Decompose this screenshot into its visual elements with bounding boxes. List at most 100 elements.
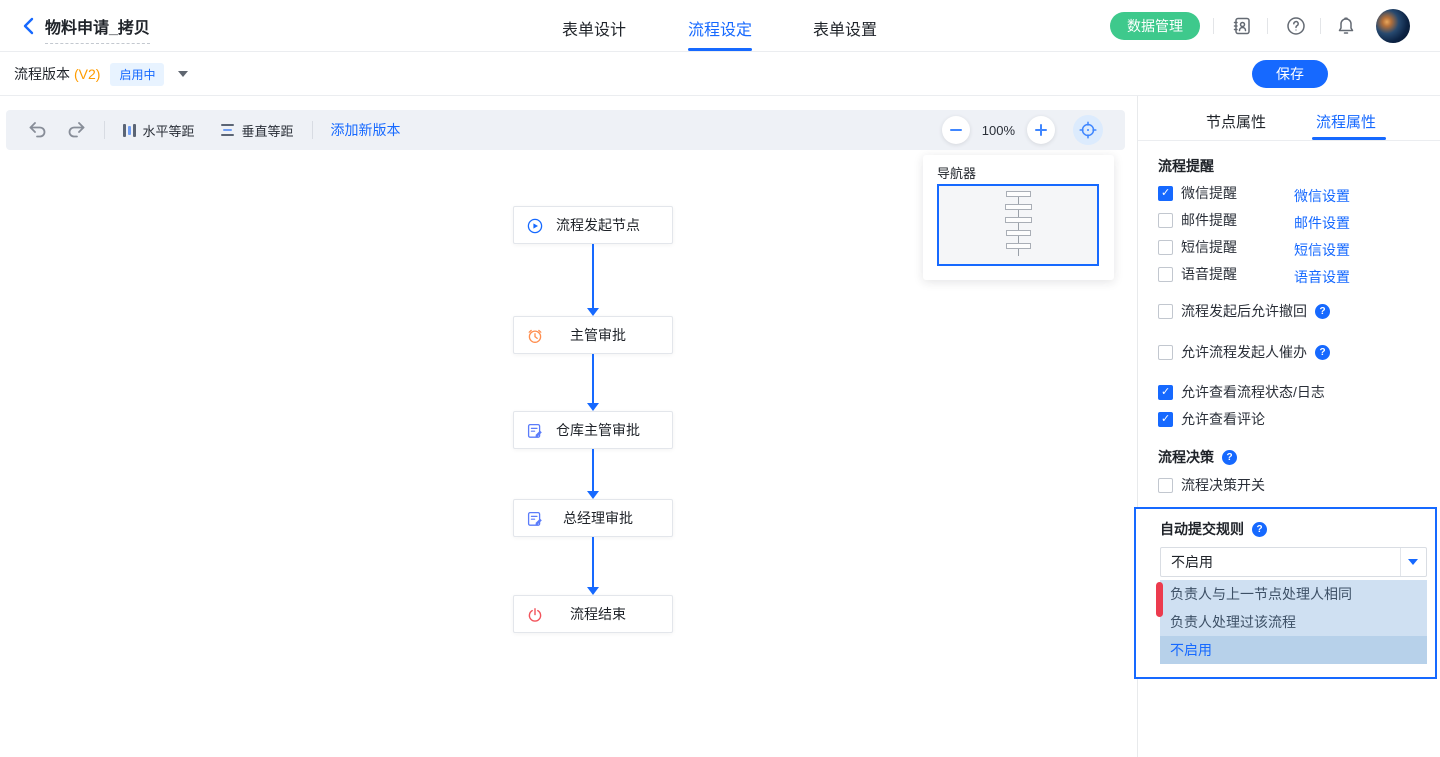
view-status-log-label: 允许查看流程状态/日志 [1181,384,1325,400]
decision-section-title: 流程决策 [1158,449,1214,465]
reminder-row-voice: 语音提醒 [1158,264,1237,284]
flow-arrowhead [587,587,599,595]
view-comments-label: 允许查看评论 [1181,411,1265,427]
minimap-connector [1018,193,1019,256]
undo-icon[interactable] [28,121,48,139]
version-dropdown-caret-icon[interactable] [178,71,189,77]
allow-withdraw-checkbox[interactable] [1158,303,1173,319]
divider [1213,18,1214,34]
auto-submit-value: 不启用 [1171,554,1213,570]
flow-node-label: 总经理审批 [563,510,633,526]
help-icon[interactable] [1222,449,1237,465]
wechat-remind-label: 微信提醒 [1181,185,1237,201]
reminder-row-wechat: 微信提醒 [1158,183,1237,203]
help-icon[interactable] [1252,521,1267,537]
active-tab-underline [688,48,752,51]
dropdown-option[interactable]: 负责人与上一节点处理人相同 [1170,586,1352,602]
flow-connector [592,354,594,403]
select-caret-icon[interactable] [1400,548,1426,576]
flow-node-warehouse-approval[interactable]: 仓库主管审批 [513,411,673,449]
tab-form-design[interactable]: 表单设计 [562,22,627,39]
add-version-link[interactable]: 添加新版本 [330,122,401,138]
email-setting-link[interactable]: 邮件设置 [1294,215,1350,231]
auto-submit-section: 自动提交规则 不启用 负责人与上一节点处理人相同 负责人处理过该流程 不启用 [1134,507,1437,679]
page-title[interactable]: 物料申请_拷贝 [45,14,150,44]
navigator-viewport[interactable] [937,184,1099,266]
tab-process-setting[interactable]: 流程设定 [688,22,753,39]
help-icon[interactable] [1315,344,1330,360]
flow-arrowhead [587,403,599,411]
flow-node-manager-approval[interactable]: 主管审批 [513,316,673,354]
allow-urge-checkbox[interactable] [1158,344,1173,360]
flow-node-start[interactable]: 流程发起节点 [513,206,673,244]
navigator-toggle-button[interactable] [1073,115,1103,145]
flow-connector [592,244,594,308]
divider [1320,18,1321,34]
zoom-level: 100% [981,122,1015,138]
help-icon[interactable] [1315,303,1330,319]
canvas-toolbar: 水平等距 垂直等距 添加新版本 100% [6,110,1125,150]
tab-node-properties[interactable]: 节点属性 [1206,114,1267,131]
save-button[interactable]: 保存 [1252,60,1328,88]
navigator-panel: 导航器 [923,155,1114,280]
divider [1138,140,1440,141]
toggle-row-urge: 允许流程发起人催办 [1158,342,1330,362]
help-icon[interactable] [1286,16,1306,36]
tab-process-properties[interactable]: 流程属性 [1316,114,1377,131]
avatar[interactable] [1376,9,1410,43]
allow-withdraw-label: 流程发起后允许撤回 [1181,303,1307,319]
voice-setting-link[interactable]: 语音设置 [1294,269,1350,285]
zoom-in-button[interactable] [1027,116,1055,144]
back-icon[interactable] [18,15,40,37]
horizontal-equal-button[interactable]: 水平等距 [123,121,195,140]
contacts-icon[interactable] [1232,16,1252,36]
tab-form-setup[interactable]: 表单设置 [813,22,878,39]
voice-remind-checkbox[interactable] [1158,266,1173,282]
divider [104,121,105,139]
red-marker [1156,582,1163,617]
minimap-node [1006,191,1031,197]
flow-node-gm-approval[interactable]: 总经理审批 [513,499,673,537]
vertical-equal-button[interactable]: 垂直等距 [220,121,294,140]
panel-active-tab-underline [1312,137,1386,140]
flow-node-label: 主管审批 [570,327,626,343]
flow-connector [592,537,594,587]
form-edit-icon [527,423,543,439]
flow-node-end[interactable]: 流程结束 [513,595,673,633]
data-manage-button[interactable]: 数据管理 [1110,12,1200,40]
form-edit-icon [527,511,543,527]
dropdown-option-selected[interactable]: 不启用 [1160,636,1427,664]
decision-switch-label: 流程决策开关 [1181,477,1265,493]
vertical-equal-label: 垂直等距 [241,123,294,139]
version-tag: (V2) [74,66,101,82]
auto-submit-select[interactable]: 不启用 [1160,547,1427,577]
zoom-out-button[interactable] [941,116,970,144]
vertical-equal-icon [220,123,235,137]
reminder-row-email: 邮件提醒 [1158,210,1237,230]
dropdown-option[interactable]: 负责人处理过该流程 [1170,614,1296,630]
view-comments-checkbox[interactable] [1158,411,1173,427]
redo-icon[interactable] [66,121,86,139]
wechat-remind-checkbox[interactable] [1158,185,1173,201]
flow-arrowhead [587,491,599,499]
power-icon [527,607,543,623]
horizontal-equal-icon [123,123,136,137]
email-remind-label: 邮件提醒 [1181,212,1237,228]
wechat-setting-link[interactable]: 微信设置 [1294,188,1350,204]
sms-remind-label: 短信提醒 [1181,239,1237,255]
email-remind-checkbox[interactable] [1158,212,1173,228]
navigator-title: 导航器 [937,166,977,181]
sms-setting-link[interactable]: 短信设置 [1294,242,1350,258]
properties-panel: 节点属性 流程属性 流程提醒 微信提醒 微信设置 邮件提醒 邮件设置 短信提醒 … [1134,96,1440,757]
sms-remind-checkbox[interactable] [1158,239,1173,255]
view-status-log-checkbox[interactable] [1158,384,1173,400]
decision-switch-checkbox[interactable] [1158,477,1173,493]
flow-connector [592,449,594,491]
minimap-node [1006,243,1031,249]
voice-remind-label: 语音提醒 [1181,266,1237,282]
divider [311,121,313,139]
toggle-row-status-log: 允许查看流程状态/日志 [1158,382,1325,402]
bell-icon[interactable] [1336,16,1356,36]
alarm-clock-icon [527,328,543,344]
